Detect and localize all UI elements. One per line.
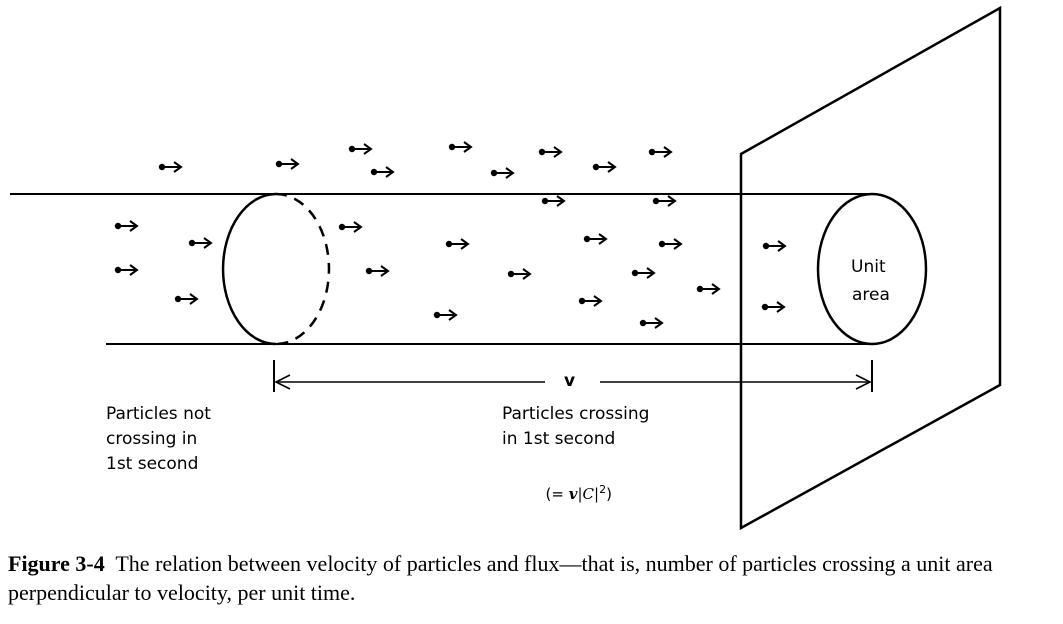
particle-arrow: [638, 317, 663, 329]
caption-text: The relation between velocity of particl…: [8, 551, 993, 605]
caption-label: Figure 3-4: [8, 551, 105, 576]
crossing-line2: in 1st second: [502, 429, 616, 449]
particle-arrow: [591, 161, 616, 173]
formula-exponent: 2: [599, 483, 607, 496]
unit-area-label-line1: Unit: [851, 257, 886, 277]
unit-area-ellipse: [816, 192, 928, 346]
formula-v: v: [568, 485, 578, 503]
particle-arrow: [761, 240, 786, 252]
particle-arrow: [577, 295, 602, 307]
formula-open: (=: [545, 485, 569, 503]
particle-arrow: [651, 195, 676, 207]
formula-abs: |C|: [577, 485, 600, 503]
particle-arrow: [489, 167, 514, 179]
not-crossing-line1: Particles not: [106, 404, 211, 424]
particle-arrow: [630, 267, 655, 279]
particle-arrow: [537, 146, 562, 158]
formula-close: ): [606, 485, 612, 503]
crossing-formula: (= v|C|2): [536, 457, 612, 505]
dimension-arrowhead-left: [274, 374, 291, 390]
particles: [113, 141, 786, 329]
flux-diagram: [10, 5, 1002, 531]
figure-caption: Figure 3-4 The relation between velocity…: [8, 549, 1058, 607]
particle-arrow: [369, 166, 394, 178]
perpendicular-plane: [739, 5, 1002, 531]
particle-arrow: [157, 161, 182, 173]
dimension-arrowhead-right: [855, 374, 872, 390]
particle-arrow: [447, 141, 472, 153]
particle-arrow: [173, 293, 198, 305]
particle-arrow: [657, 238, 682, 250]
velocity-label: v: [564, 371, 576, 391]
left-ellipse-front: [221, 192, 277, 346]
particle-arrow: [113, 264, 138, 276]
left-ellipse-back: [275, 192, 331, 346]
particle-arrow: [337, 221, 362, 233]
particle-arrow: [582, 233, 607, 245]
particle-arrow: [647, 146, 672, 158]
not-crossing-line3: 1st second: [106, 454, 199, 474]
particle-arrow: [347, 143, 372, 155]
particle-arrow: [540, 195, 565, 207]
particle-arrow: [760, 301, 785, 313]
particle-arrow: [432, 309, 457, 321]
particle-arrow: [187, 237, 212, 249]
particle-arrow: [506, 268, 531, 280]
particle-arrow: [364, 265, 389, 277]
particle-arrow: [444, 238, 469, 250]
unit-area-label-line2: area: [852, 285, 890, 305]
particle-arrow: [113, 220, 138, 232]
not-crossing-line2: crossing in: [106, 429, 198, 449]
crossing-line1: Particles crossing: [502, 404, 650, 424]
particle-arrow: [695, 283, 720, 295]
particle-arrow: [274, 158, 299, 170]
